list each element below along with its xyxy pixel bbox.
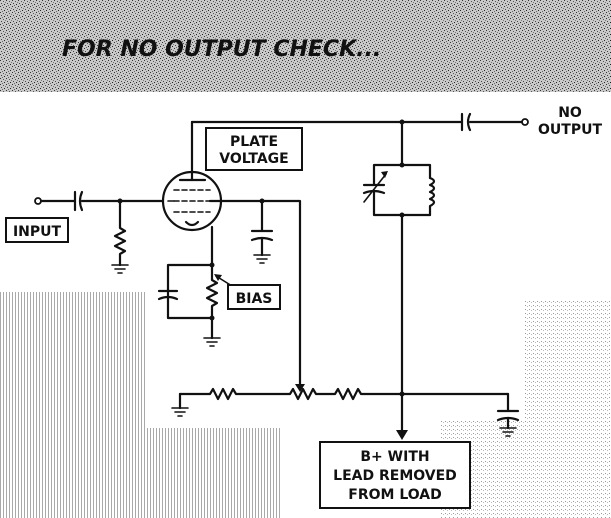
tank-coil-icon bbox=[428, 176, 436, 217]
b-plus-line2: LEAD REMOVED bbox=[333, 468, 457, 484]
plate-voltage-line2: VOLTAGE bbox=[219, 151, 288, 167]
supply-junction bbox=[399, 391, 405, 397]
input-capacitor-curve bbox=[78, 190, 84, 212]
filter-ground-icon bbox=[499, 427, 517, 437]
input-box bbox=[5, 217, 69, 243]
plate-voltage-box bbox=[205, 127, 303, 171]
supply-bus-with-resistors bbox=[178, 387, 510, 401]
tank-capacitor-curve bbox=[362, 189, 386, 195]
grid-resistor bbox=[113, 199, 127, 267]
no-output-line1: NO bbox=[558, 105, 582, 121]
texture-patch-bottom bbox=[140, 428, 280, 518]
texture-patch-right bbox=[525, 300, 611, 518]
tube-grids bbox=[173, 189, 211, 213]
bias-text: BIAS bbox=[236, 291, 273, 307]
b-plus-box bbox=[319, 441, 471, 509]
variable-capacitor-arrow-head bbox=[381, 171, 388, 178]
bias-label: BIAS bbox=[227, 284, 281, 310]
input-label: INPUT bbox=[5, 217, 69, 243]
variable-capacitor-arrow bbox=[363, 173, 387, 203]
plate-voltage-label: PLATE VOLTAGE bbox=[205, 127, 303, 171]
banner-background bbox=[0, 0, 611, 92]
no-output-label: NO OUTPUT bbox=[538, 105, 602, 138]
bias-capacitor-curve bbox=[157, 295, 179, 301]
left-ground-icon bbox=[171, 407, 189, 417]
b-plus-line1: B+ WITH bbox=[360, 449, 429, 465]
bias-box bbox=[227, 284, 281, 310]
output-terminal bbox=[521, 118, 529, 126]
b-plus-label: B+ WITH LEAD REMOVED FROM LOAD bbox=[319, 441, 471, 509]
circuit bbox=[34, 112, 529, 440]
background-texture bbox=[0, 292, 611, 518]
b-plus-arrow-icon bbox=[396, 430, 408, 440]
b-plus-line3: FROM LOAD bbox=[348, 487, 441, 503]
output-capacitor-curve bbox=[466, 112, 472, 132]
tank-loop bbox=[372, 163, 432, 217]
screen-ground-icon bbox=[253, 254, 271, 264]
tube-cathode bbox=[184, 220, 200, 227]
cathode-ground-icon bbox=[203, 337, 221, 347]
screen-feed-wire bbox=[260, 199, 302, 390]
texture-patch-left bbox=[0, 292, 145, 518]
no-output-line2: OUTPUT bbox=[538, 122, 602, 138]
header-banner: FOR NO OUTPUT CHECK... bbox=[0, 0, 611, 92]
bias-loop bbox=[166, 263, 214, 320]
plate-voltage-line1: PLATE bbox=[230, 134, 278, 150]
divider-arrow-icon bbox=[295, 384, 305, 392]
cathode-resistor bbox=[205, 263, 219, 320]
grid-ground-icon bbox=[111, 264, 129, 274]
input-text: INPUT bbox=[13, 224, 62, 240]
banner-title: FOR NO OUTPUT CHECK... bbox=[62, 37, 381, 62]
bias-arrow-icon bbox=[214, 274, 222, 281]
